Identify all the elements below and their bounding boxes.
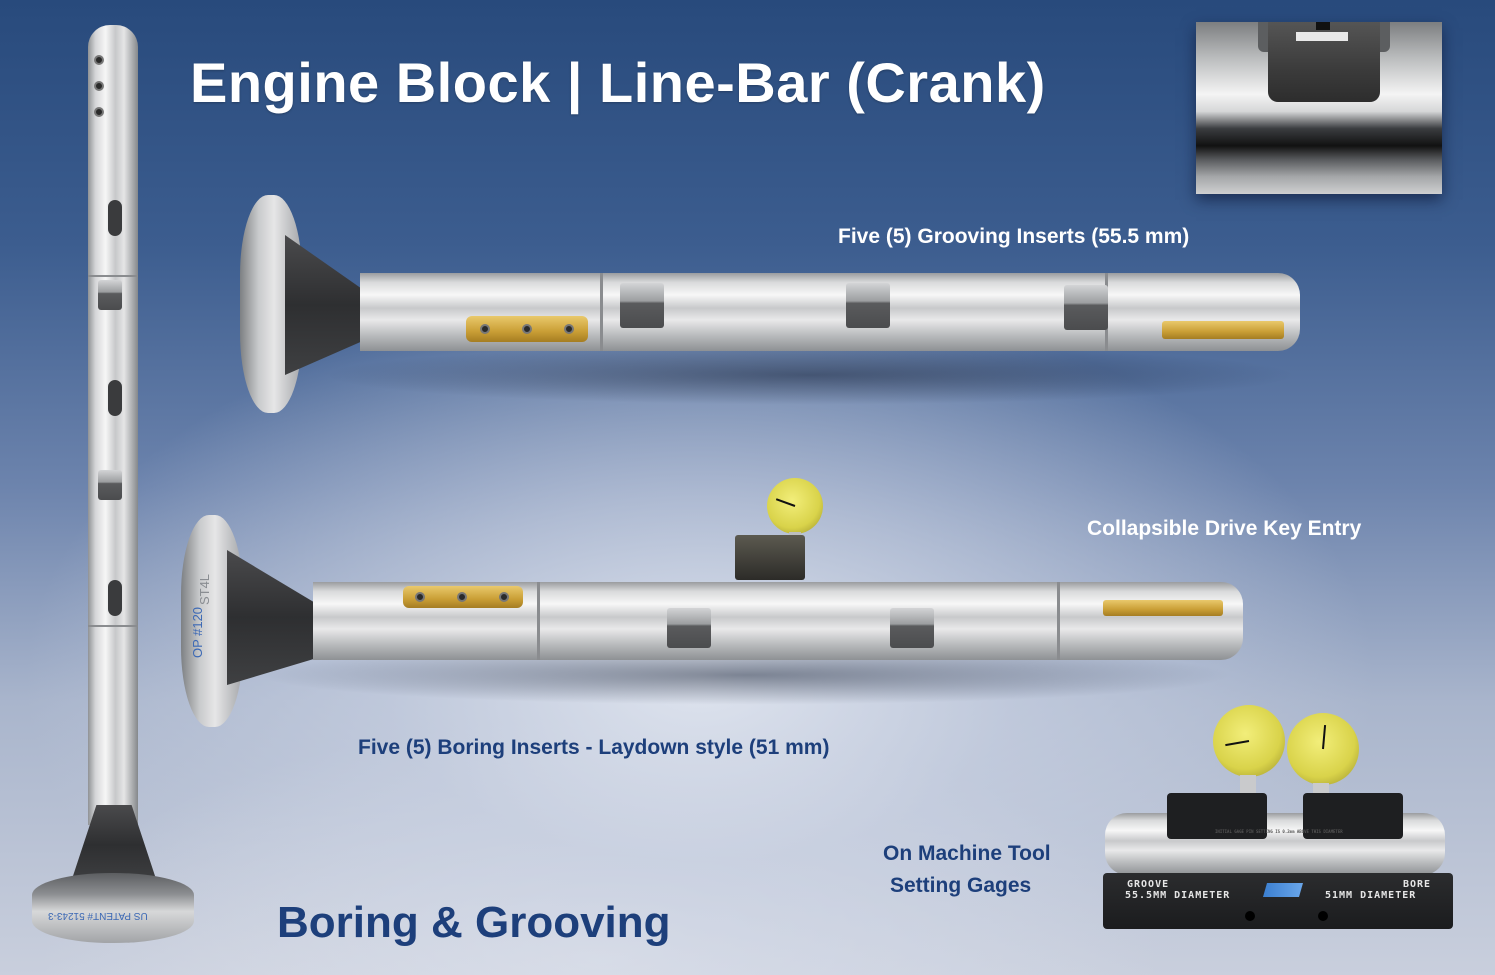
fixture-block (735, 535, 805, 580)
vertical-bar-insert (98, 470, 122, 500)
gage-clamp (1167, 793, 1267, 839)
vertical-bar-insert (98, 280, 122, 310)
drive-key-dial-fixture (735, 470, 825, 590)
dial-needle (1225, 740, 1250, 747)
caption-boring-inserts: Five (5) Boring Inserts - Laydown style … (358, 736, 830, 759)
grooving-insert (620, 283, 664, 328)
gage-base: GROOVE 55.5MM DIAMETER BORE 51MM DIAMETE… (1103, 873, 1453, 929)
gold-wear-pad (1103, 600, 1223, 616)
dial-indicator-icon (1287, 713, 1359, 785)
dial-needle (1322, 725, 1327, 750)
gage-bore-dimension: 51MM DIAMETER (1325, 890, 1417, 901)
boring-line-bar: OP #120 ST4L (175, 470, 1250, 730)
screw-icon (564, 324, 574, 334)
gage-groove-dimension: 55.5MM DIAMETER (1125, 890, 1231, 901)
vertical-bar-base-flange (32, 873, 194, 943)
boring-insert (890, 608, 934, 648)
gage-clamp (1303, 793, 1403, 839)
bar-seam (537, 582, 540, 660)
base-hole (1245, 911, 1255, 921)
drive-key-tab (1316, 22, 1330, 30)
vertical-bar-pad (108, 380, 122, 416)
flange-st-marking: ST4L (197, 573, 213, 606)
screw-icon (94, 107, 104, 117)
bar-seam (600, 273, 603, 351)
vertical-bar-seam (88, 625, 138, 627)
caption-grooving-inserts: Five (5) Grooving Inserts (55.5 mm) (838, 225, 1190, 248)
screw-icon (94, 81, 104, 91)
grooving-insert (1064, 285, 1108, 330)
drive-key-label-sticker (1296, 32, 1348, 41)
vertical-bar-pad (108, 200, 122, 236)
gold-wear-pad (466, 316, 588, 342)
gold-wear-pad (1162, 321, 1284, 339)
screw-icon (499, 592, 509, 602)
bar-seam (1057, 582, 1060, 660)
screw-icon (522, 324, 532, 334)
dial-indicator-icon (767, 478, 823, 534)
gage-stem (1240, 775, 1256, 797)
grooving-insert (846, 283, 890, 328)
screw-icon (480, 324, 490, 334)
drive-key-closeup-photo (1196, 22, 1442, 194)
caption-setting-gages-line1: On Machine Tool (883, 842, 1051, 865)
caption-setting-gages-line2: Setting Gages (890, 874, 1032, 897)
gage-groove-label: GROOVE (1127, 879, 1170, 890)
dial-indicator-icon (1213, 705, 1285, 777)
mpt-logo-icon (1263, 883, 1303, 897)
bar-shadow (320, 345, 1300, 405)
vertical-line-bar: US PATENT# 51243-3 (32, 25, 230, 955)
setting-gages-photo: GROOVE 55.5MM DIAMETER BORE 51MM DIAMETE… (1095, 695, 1465, 940)
flange-op-marking: OP #120 (190, 606, 206, 659)
caption-drive-key: Collapsible Drive Key Entry (1087, 517, 1362, 540)
screw-icon (94, 55, 104, 65)
base-hole (1318, 911, 1328, 921)
vertical-bar-seam (88, 275, 138, 277)
gold-wear-pad (403, 586, 523, 608)
screw-icon (457, 592, 467, 602)
page-title: Engine Block | Line-Bar (Crank) (190, 51, 1046, 114)
section-subtitle: Boring & Grooving (277, 898, 671, 947)
vertical-bar-shaft (88, 25, 138, 825)
vertical-bar-patent-marking: US PATENT# 51243-3 (48, 910, 148, 921)
gage-pin-note: INITIAL GAGE PIN SETTING IS 0.2mm ABOVE … (1215, 829, 1343, 834)
gage-bore-label: BORE (1403, 879, 1432, 890)
boring-insert (667, 608, 711, 648)
dial-needle (775, 498, 796, 507)
screw-icon (415, 592, 425, 602)
grooving-line-bar (240, 195, 1310, 425)
vertical-bar-pad (108, 580, 122, 616)
